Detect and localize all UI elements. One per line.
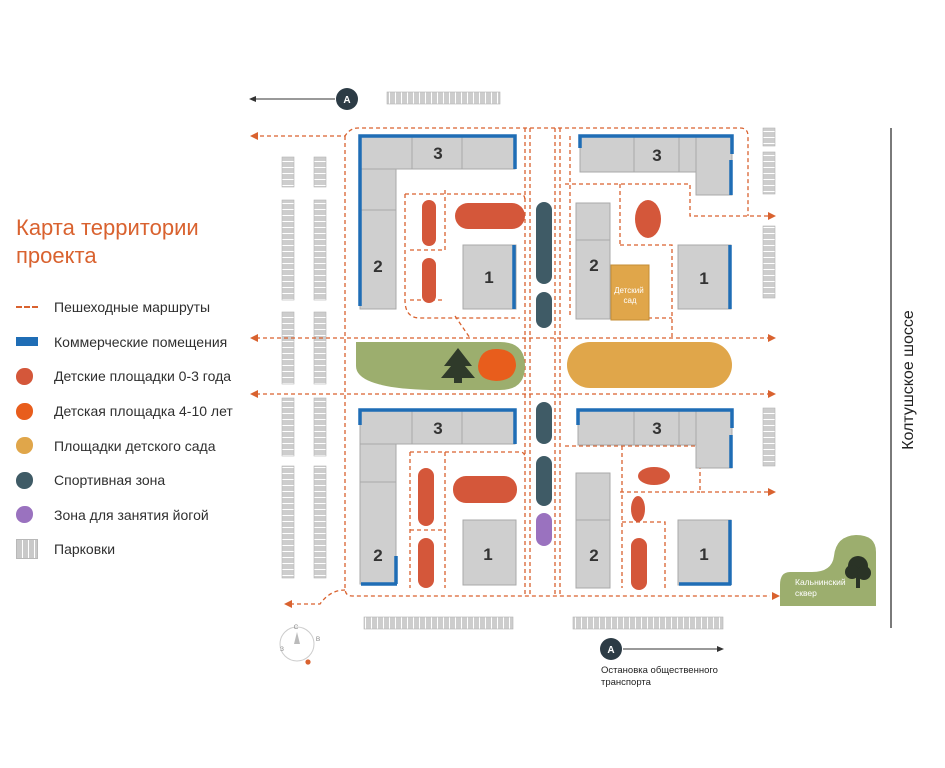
top-marker-circle [336, 88, 358, 110]
block-se [575, 409, 733, 589]
nw-building-2-label: 2 [373, 257, 382, 276]
parking-left-1 [281, 156, 295, 188]
parking-left-10 [313, 465, 327, 579]
commercial-se [576, 408, 734, 586]
sw-building-3-label: 3 [433, 419, 442, 438]
tree-icon [441, 348, 475, 383]
legend-item-yoga: Зона для занятия йогой [16, 498, 286, 533]
legend-symbol [16, 436, 40, 456]
parking-right-2 [762, 151, 776, 195]
legend-label: Детские площадки 0-3 года [54, 368, 232, 385]
nw-building-3-label: 3 [433, 144, 442, 163]
sport-icon [16, 471, 33, 489]
bottom-marker-arrow [717, 646, 724, 652]
kindergarten-area-icon [16, 437, 33, 455]
commercial-ne [578, 134, 734, 309]
parking-left-2 [281, 199, 295, 301]
pedestrian-routes [256, 127, 770, 605]
bottom-marker-circle [600, 638, 622, 660]
ne-building-2-label: 2 [589, 256, 598, 275]
legend-symbol [16, 470, 40, 490]
square-label: Кальнинский сквер [795, 577, 848, 598]
yoga-zone [536, 513, 552, 546]
playground-0-3-icon [16, 367, 33, 385]
parking-icon [16, 539, 38, 560]
legend-item-parking: Парковки [16, 532, 286, 567]
legend-label: Площадки детского сада [54, 437, 216, 454]
parking-left-4 [281, 397, 295, 457]
parking-left-5 [281, 465, 295, 579]
kalninsky-square [780, 535, 876, 606]
top-marker-arrow [249, 96, 256, 102]
playground-4-10-icon [16, 402, 33, 420]
parking-left-6 [313, 156, 327, 188]
se-building-3-label: 3 [652, 419, 661, 438]
sw-building-2-label: 2 [373, 546, 382, 565]
nw-building-1-label: 1 [484, 268, 493, 287]
legend-item-kindergarten-area: Площадки детского сада [16, 428, 286, 463]
commercial-nw [358, 134, 517, 309]
legend-label: Парковки [54, 541, 116, 558]
parking-bottom-left [363, 616, 514, 630]
pedestrian-route-icon [16, 306, 38, 309]
playground-4-10 [478, 348, 516, 381]
parking-left-8 [313, 311, 327, 385]
top-marker-label: A [343, 95, 350, 106]
legend-label: Зона для занятия йогой [54, 506, 209, 523]
parking-left-3 [281, 311, 295, 385]
parking-left-9 [313, 397, 327, 457]
legend-item-sport: Спортивная зона [16, 463, 286, 498]
commercial-icon [16, 337, 38, 347]
parking-right-4 [762, 407, 776, 467]
legend-symbol [16, 401, 40, 421]
ne-building-3-label: 3 [652, 146, 661, 165]
legend-item-playground-4-10: Детская площадка 4-10 лет [16, 394, 286, 429]
parking-bottom-right [572, 616, 724, 630]
parking-top [386, 91, 501, 105]
legend-label: Спортивная зона [54, 472, 166, 489]
compass-icon: С В З [279, 624, 320, 665]
legend-item-commercial: Коммерческие помещения [16, 325, 286, 360]
legend-label: Пешеходные маршруты [54, 299, 211, 316]
se-building-2-label: 2 [589, 546, 598, 565]
square-tree-icon [845, 556, 871, 588]
legend-item-playground-0-3: Детские площадки 0-3 года [16, 359, 286, 394]
legend-symbol [16, 366, 40, 386]
svg-text:З: З [280, 646, 284, 653]
kindergarten-building [610, 264, 650, 321]
legend-symbol [16, 297, 40, 317]
parking-right-1 [762, 127, 776, 147]
legend-label: Коммерческие помещения [54, 333, 228, 350]
playgrounds-0-3 [418, 200, 670, 590]
commercial-sw [358, 408, 517, 586]
parking-group [281, 91, 776, 630]
svg-text:В: В [316, 636, 320, 643]
sport-zones [536, 202, 552, 506]
se-building-1-label: 1 [699, 545, 708, 564]
kindergarten-label: Детский сад [614, 286, 646, 305]
yoga-icon [16, 506, 33, 524]
route-arrows [250, 132, 780, 608]
parking-left-7 [313, 199, 327, 301]
road-label: Колтушское шоссе [900, 310, 917, 450]
parking-right-3 [762, 225, 776, 299]
page-title: Карта территории проекта [16, 215, 199, 268]
block-sw [359, 409, 517, 586]
legend-symbol [16, 332, 40, 352]
bus-stop-label: Остановка общественного транспорта [601, 665, 721, 688]
sw-building-1-label: 1 [483, 545, 492, 564]
legend-item-pedestrian-route: Пешеходные маршруты [16, 290, 286, 325]
ne-building-1-label: 1 [699, 269, 708, 288]
legend-symbol [16, 505, 40, 525]
kindergarten-area [567, 342, 732, 388]
legend-symbol [16, 539, 40, 560]
svg-text:С: С [294, 624, 299, 631]
legend-label: Детская площадка 4-10 лет [54, 403, 233, 420]
bottom-marker-label: A [607, 645, 614, 656]
